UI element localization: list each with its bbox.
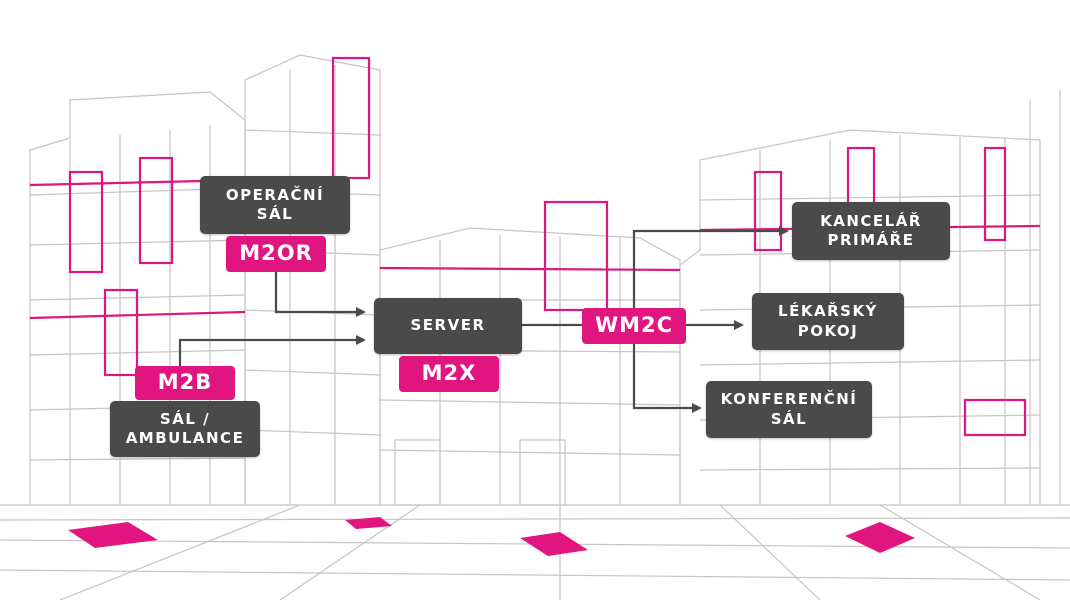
wm2c-label: WM2C [582, 308, 686, 344]
conference-room-node: KONFERENČNÍ SÁL [706, 381, 872, 438]
ward-ambulance-node: SÁL / AMBULANCE [110, 401, 260, 457]
m2b-label: M2B [135, 366, 235, 400]
operating-room-node: OPERAČNÍ SÁL [200, 176, 350, 234]
server-node: SERVER [374, 298, 522, 354]
head-office-node: KANCELÁŘ PRIMÁŘE [792, 202, 950, 260]
m2x-label: M2X [399, 356, 499, 392]
doctor-room-node: LÉKAŘSKÝ POKOJ [752, 293, 904, 350]
m2or-label: M2OR [226, 236, 326, 272]
